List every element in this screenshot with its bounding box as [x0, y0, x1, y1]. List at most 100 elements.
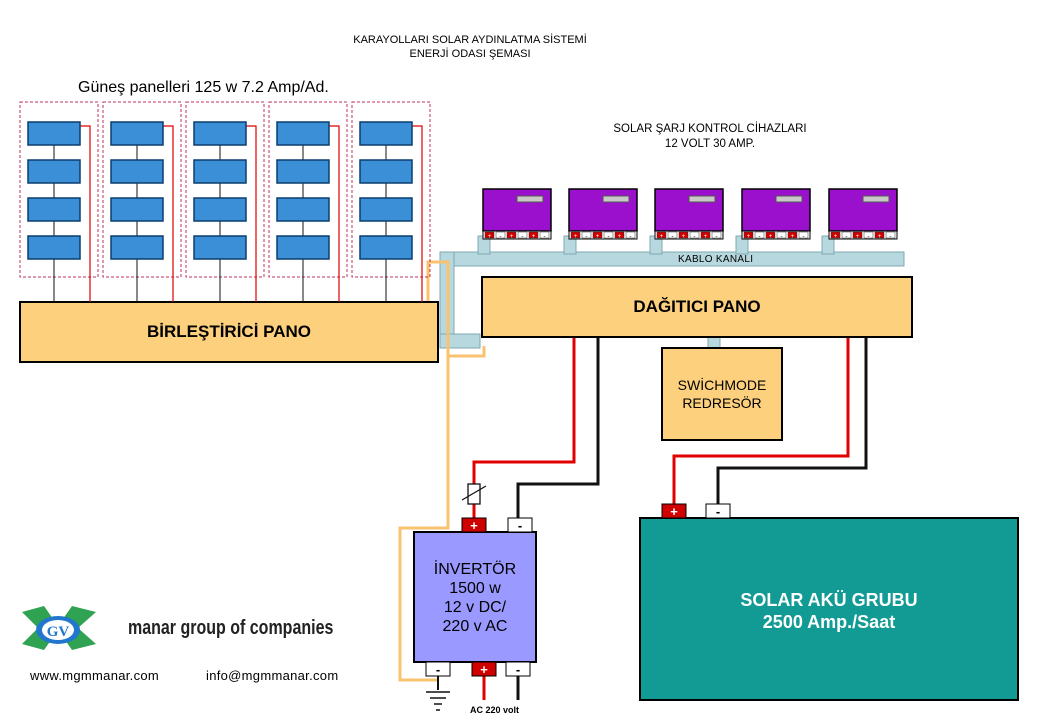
- panel-group-frame: [268, 101, 348, 278]
- controller-terminal-sign: -: [716, 234, 718, 240]
- solar-panel-cell: [27, 235, 81, 260]
- charge-controller: +-+-+-: [654, 188, 724, 240]
- controller-terminal-sign: +: [596, 234, 600, 240]
- controller-terminal-sign: +: [834, 234, 838, 240]
- controller-minus-terminal: [798, 231, 809, 239]
- controller-plus-terminal: [787, 231, 798, 239]
- solar-panel-cell: [193, 159, 247, 184]
- battery-label: SOLAR AKÜ GRUBU 2500 Amp./Saat: [640, 589, 1018, 633]
- controller-plus-terminal: [656, 231, 667, 239]
- solar-panel-cell: [359, 197, 413, 222]
- controllers-label-line-2: 12 VOLT 30 AMP.: [664, 138, 756, 150]
- solar-panel-cell: [27, 121, 81, 146]
- solar-panel-cell: [359, 235, 413, 260]
- controller-terminal-sign: -: [672, 234, 674, 240]
- controller-body: [482, 188, 552, 232]
- ac-voltage-label: AC 220 volt: [470, 705, 520, 715]
- controller-plus-terminal: [852, 231, 863, 239]
- controller-terminal-sign: +: [574, 234, 578, 240]
- battery-minus-wire: [716, 338, 868, 504]
- inverter-plus-wire: [472, 338, 576, 518]
- controller-minus-terminal: [841, 231, 852, 239]
- solar-panel-cell: [27, 197, 81, 222]
- solar-panel-cell: [276, 235, 330, 260]
- combiner-ground-wire: [398, 356, 450, 682]
- controller-terminal-sign: +: [878, 234, 882, 240]
- controller-terminal-sign: +: [791, 234, 795, 240]
- controller-terminal-sign: -: [890, 234, 892, 240]
- battery-plus-wire: [672, 338, 850, 504]
- inverter-ground-sign: -: [436, 662, 440, 677]
- controller-terminal-sign: +: [682, 234, 686, 240]
- controller-plus-terminal: [874, 231, 885, 239]
- controller-terminal-sign: +: [488, 234, 492, 240]
- distributor-box: [481, 276, 913, 338]
- battery-minus-sign: -: [716, 504, 720, 519]
- controller-display: [775, 195, 803, 203]
- title-line-2: ENERJİ ODASI ŞEMASI: [409, 48, 531, 60]
- controller-minus-terminal: [603, 231, 614, 239]
- controller-body: [828, 188, 898, 232]
- battery-box: [639, 517, 1019, 701]
- controller-display: [602, 195, 630, 203]
- controller-terminal-strip: [568, 230, 638, 240]
- solar-panel-cell: [110, 197, 164, 222]
- controller-minus-terminal: [885, 231, 896, 239]
- solar-panel-cell: [110, 121, 164, 146]
- controller-body: [654, 188, 724, 232]
- controller-terminal-strip: [654, 230, 724, 240]
- panel-group: [268, 101, 348, 302]
- rectifier-label-line-2: REDRESÖR: [682, 395, 762, 411]
- solar-panel-cell: [110, 159, 164, 184]
- company-website-link[interactable]: www.mgmmanar.com: [30, 668, 160, 683]
- controller-body: [741, 188, 811, 232]
- cable-channel-label: KABLO KANALI: [678, 254, 754, 265]
- controller-body: [568, 188, 638, 232]
- controller-plus-terminal: [484, 231, 495, 239]
- battery-label-line-1: SOLAR AKÜ GRUBU: [740, 590, 918, 610]
- controller-plus-terminal: [506, 231, 517, 239]
- controller-terminal-sign: +: [532, 234, 536, 240]
- controller-terminal-strip: [482, 230, 552, 240]
- company-email-link[interactable]: info@mgmmanar.com: [206, 668, 339, 683]
- panel-group: [351, 101, 431, 302]
- controller-terminal-sign: +: [856, 234, 860, 240]
- ac-output-wires: [437, 674, 520, 700]
- controller-display: [688, 195, 716, 203]
- controller-minus-terminal: [754, 231, 765, 239]
- controller-minus-terminal: [517, 231, 528, 239]
- controller-terminal-sign: -: [586, 234, 588, 240]
- controller-minus-terminal: [711, 231, 722, 239]
- controller-terminal-sign: +: [618, 234, 622, 240]
- panels-label: Güneş panelleri 125 w 7.2 Amp/Ad.: [78, 79, 329, 96]
- panel-positive-wire: [80, 125, 91, 302]
- controller-plus-terminal: [743, 231, 754, 239]
- controller-terminal-sign: -: [522, 234, 524, 240]
- panel-group-frame: [19, 101, 99, 278]
- controller-plus-terminal: [830, 231, 841, 239]
- controller-terminal-sign: -: [868, 234, 870, 240]
- solar-panel-cell: [27, 159, 81, 184]
- solar-panel-cell: [276, 121, 330, 146]
- controller-plus-terminal: [700, 231, 711, 239]
- solar-panel-cell: [110, 235, 164, 260]
- controller-terminal-sign: -: [759, 234, 761, 240]
- controller-terminal-sign: -: [846, 234, 848, 240]
- controller-terminal-sign: -: [630, 234, 632, 240]
- inverter-ac-minus-sign: -: [516, 662, 520, 677]
- charge-controller: +-+-+-: [568, 188, 638, 240]
- rectifier-label-line-1: SWİCHMODE: [677, 377, 767, 393]
- controller-minus-terminal: [625, 231, 636, 239]
- controller-terminal-sign: +: [510, 234, 514, 240]
- controller-terminal-sign: +: [747, 234, 751, 240]
- panel-group: [185, 101, 265, 302]
- controller-terminal-sign: -: [544, 234, 546, 240]
- inverter-label-line-3: 12 v DC/: [443, 599, 507, 616]
- controller-terminal-strip: [828, 230, 898, 240]
- controller-terminal-strip: [741, 230, 811, 240]
- charge-controller: + - + - + -: [828, 188, 898, 240]
- inverter-label: İNVERTÖR 1500 w 12 v DC/ 220 v AC: [414, 560, 536, 636]
- solar-panel-cell: [359, 121, 413, 146]
- inverter-label-line-2: 1500 w: [449, 580, 501, 597]
